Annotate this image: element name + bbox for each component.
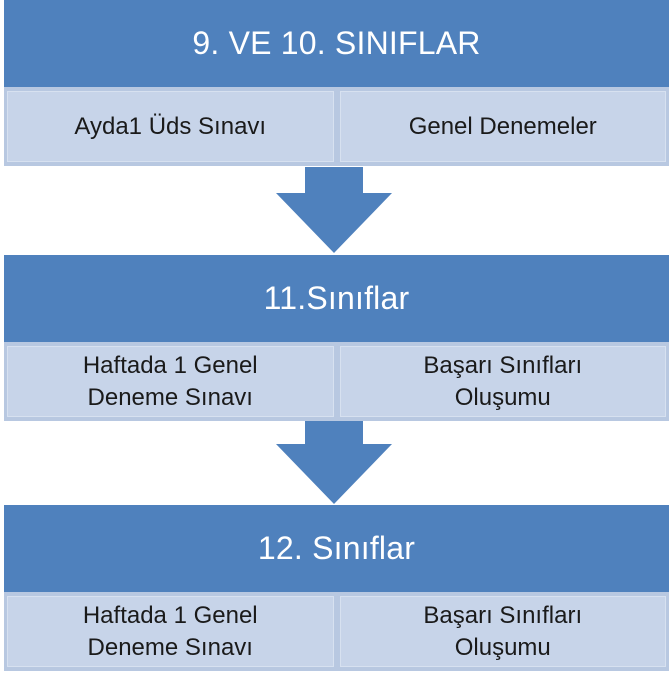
item-text: Deneme Sınavı <box>87 633 253 661</box>
down-arrow-icon <box>276 167 392 253</box>
level-item: Haftada 1 Genel Deneme Sınavı <box>7 346 334 417</box>
item-text: Genel Denemeler <box>408 112 597 140</box>
item-text: Deneme Sınavı <box>87 383 253 411</box>
item-text: Oluşumu <box>454 633 551 661</box>
level-items: Ayda1 Üds Sınavı Genel Denemeler <box>4 87 669 166</box>
item-text: Ayda1 Üds Sınavı <box>74 112 267 140</box>
level-item: Başarı Sınıfları Oluşumu <box>339 596 666 667</box>
down-arrow-icon <box>276 418 392 504</box>
item-text: Haftada 1 Genel <box>82 601 258 629</box>
item-text: Oluşumu <box>454 383 551 411</box>
level-item: Ayda1 Üds Sınavı <box>7 91 334 162</box>
level-title: 11.Sınıflar <box>4 255 669 342</box>
level-items: Haftada 1 Genel Deneme Sınavı Başarı Sın… <box>4 342 669 421</box>
level-items: Haftada 1 Genel Deneme Sınavı Başarı Sın… <box>4 592 669 671</box>
level-item: Haftada 1 Genel Deneme Sınavı <box>7 596 334 667</box>
level-title: 9. VE 10. SINIFLAR <box>4 0 669 87</box>
level-item: Başarı Sınıfları Oluşumu <box>339 346 666 417</box>
item-text: Başarı Sınıfları <box>423 601 583 629</box>
level-item: Genel Denemeler <box>339 91 666 162</box>
item-text: Başarı Sınıfları <box>423 351 583 379</box>
item-text: Haftada 1 Genel <box>82 351 258 379</box>
level-title: 12. Sınıflar <box>4 505 669 592</box>
